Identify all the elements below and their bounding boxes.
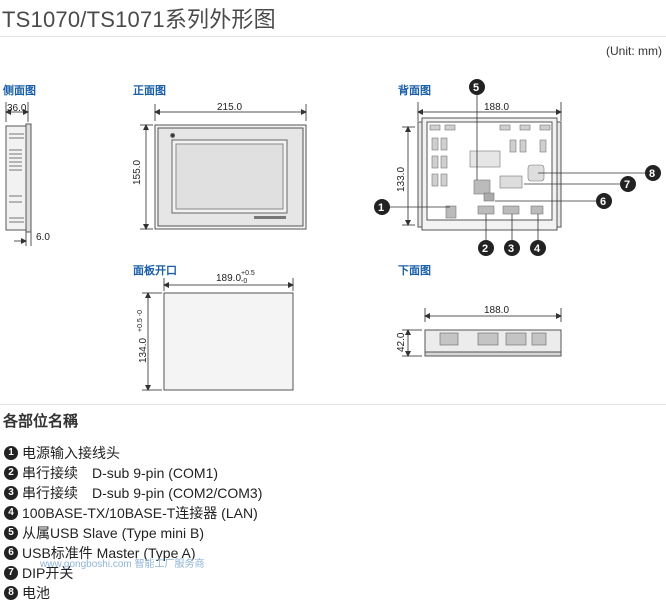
watermark: www.gongboshi.com 智能工厂服务商 [40, 559, 205, 570]
part-number-badge: 8 [4, 586, 18, 600]
part-number-badge: 1 [4, 446, 18, 460]
list-item: 3 串行接续 D-sub 9-pin (COM2/COM3) [4, 483, 262, 503]
side-view-label: 侧面图 [3, 85, 36, 97]
front-brand-strip [254, 216, 286, 219]
list-item: 6 USB标准件 Master (Type A) [4, 543, 262, 563]
back-panel-details [429, 124, 551, 219]
part-number-badge: 4 [4, 506, 18, 520]
cutout-view-label: 面板开口 [133, 265, 177, 277]
bottom-height-dim: 42.0 [396, 332, 407, 352]
unit-note: (Unit: mm) [606, 44, 662, 58]
side-depth-dim: 36.0 [7, 103, 27, 114]
front-view-drawing [140, 104, 307, 230]
title-divider [0, 36, 666, 37]
cutout-drawing [142, 278, 294, 391]
front-width-dim: 215.0 [217, 102, 242, 113]
parts-divider [0, 404, 666, 405]
svg-text:1: 1 [378, 202, 384, 214]
side-view-drawing [5, 102, 32, 246]
svg-text:4: 4 [534, 243, 541, 255]
part-number-badge: 2 [4, 466, 18, 480]
back-height-dim: 133.0 [396, 167, 407, 192]
cutout-width-tol-minus: -0 [241, 278, 247, 285]
list-item: 8 电池 [4, 583, 262, 603]
part-label: 从属USB Slave (Type mini B) [22, 525, 205, 541]
side-small-dim: 6.0 [36, 232, 50, 243]
part-number-badge: 3 [4, 486, 18, 500]
back-width-dim: 188.0 [484, 102, 509, 113]
list-item: 1 电源输入接线头 [4, 443, 262, 463]
part-label: 电池 [22, 585, 50, 601]
list-item: 7 DIP开关 [4, 563, 262, 583]
front-view-label: 正面图 [133, 85, 166, 97]
part-label: 串行接续 D-sub 9-pin (COM2/COM3) [22, 485, 263, 501]
list-item: 5 从属USB Slave (Type mini B) [4, 523, 262, 543]
cutout-width-dim: 189.0 [216, 273, 241, 284]
svg-text:8: 8 [649, 168, 655, 180]
front-height-dim: 155.0 [132, 160, 143, 185]
list-item: 4 100BASE-TX/10BASE-T连接器 (LAN) [4, 503, 262, 523]
part-label: USB标准件 Master (Type A) [22, 545, 196, 561]
svg-text:2: 2 [482, 243, 488, 255]
bottom-width-dim: 188.0 [484, 305, 509, 316]
bottom-connectors [439, 332, 547, 346]
cutout-height-dim: 134.0 [138, 338, 149, 363]
svg-text:6: 6 [600, 196, 606, 208]
page-title: TS1070/TS1071系列外形图 [2, 7, 276, 32]
callout-badges: 5 1 2 3 4 6 7 8 [374, 79, 661, 256]
cutout-width-tol-plus: +0.5 [241, 270, 255, 277]
part-number-badge: 5 [4, 526, 18, 540]
svg-text:3: 3 [508, 243, 514, 255]
front-logo: ◉ [170, 133, 176, 139]
list-item: 2 串行接续 D-sub 9-pin (COM1) [4, 463, 262, 483]
bottom-view-label: 下面图 [398, 265, 431, 277]
part-label: DIP开关 [22, 565, 74, 581]
parts-list: 1 电源输入接线头 2 串行接续 D-sub 9-pin (COM1) 3 串行接续 … [4, 443, 262, 603]
bottom-view-drawing [402, 308, 562, 357]
svg-text:5: 5 [473, 82, 479, 94]
part-number-badge: 7 [4, 566, 18, 580]
drawings: 36.0 6.0 ◉ 215.0 155.0 [5, 79, 661, 391]
parts-section-title: 各部位名稱 [3, 413, 79, 430]
callout-lines [390, 95, 645, 240]
part-label: 电源输入接线头 [22, 445, 120, 461]
part-label: 100BASE-TX/10BASE-T连接器 (LAN) [22, 505, 258, 521]
part-number-badge: 6 [4, 546, 18, 560]
cutout-height-tol: +0.5 -0 [137, 310, 144, 332]
svg-text:7: 7 [624, 179, 630, 191]
part-label: 串行接续 D-sub 9-pin (COM1) [22, 465, 219, 481]
back-view-label: 背面图 [398, 85, 431, 97]
